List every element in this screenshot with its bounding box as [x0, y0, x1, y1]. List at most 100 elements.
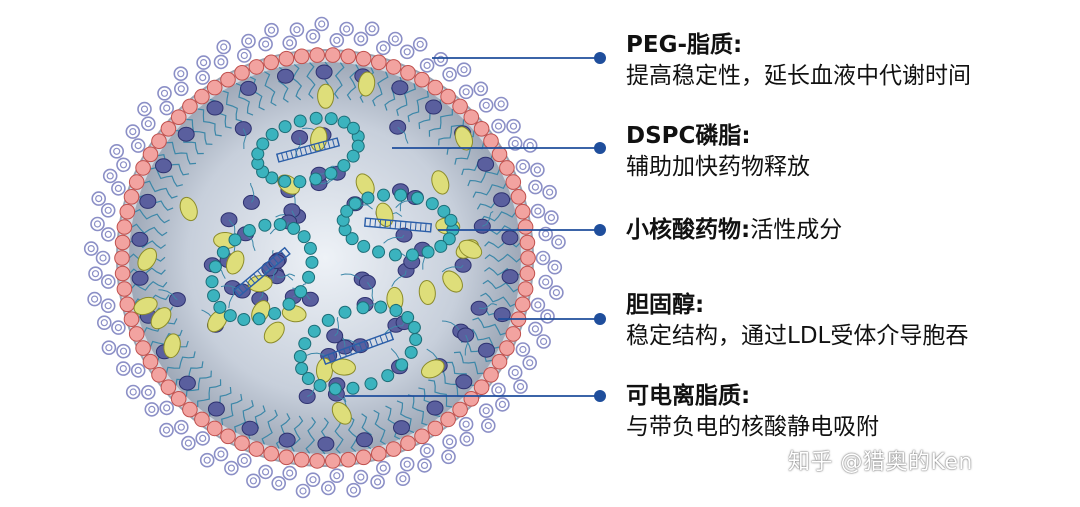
peg-loop: [412, 36, 428, 52]
peg-loop-inner: [534, 207, 542, 215]
leader-dot: [594, 142, 606, 154]
peg-loop-inner: [482, 407, 490, 415]
peg-loop-inner: [114, 184, 123, 192]
phospholipid-head: [248, 441, 265, 457]
cholesterol-oval: [225, 250, 245, 275]
sirna-rung: [249, 276, 256, 284]
peg-loop-inner: [416, 40, 424, 48]
peg-loop: [419, 58, 435, 73]
cholesterol-oval: [247, 275, 273, 293]
peg-loop: [375, 460, 391, 476]
ionizable-lipid-head: [315, 64, 333, 80]
peg-loop: [101, 227, 116, 242]
cholesterol-oval: [458, 239, 483, 259]
peg-loop-inner: [87, 245, 95, 253]
peg-loop: [111, 320, 126, 335]
peg-loop: [83, 241, 99, 256]
peg-loop-inner: [534, 301, 542, 309]
sirna-rung: [308, 145, 312, 154]
phospholipid-head: [206, 420, 223, 437]
nucleic-bead: [338, 305, 352, 319]
peg-loop: [159, 400, 174, 416]
nucleic-bead: [265, 171, 279, 185]
label-cholesterol: 胆固醇: 稳定结构，通过LDL受体介导胞吞: [626, 290, 968, 352]
peg-loop: [538, 274, 554, 290]
sirna-rung: [369, 339, 373, 348]
inner-lipid-tail: [250, 182, 255, 203]
peg-loop: [141, 116, 156, 131]
phospholipid-head: [220, 428, 236, 445]
leader-dot: [594, 313, 606, 325]
peg-loop: [441, 449, 456, 465]
ionizable-lipid-head: [393, 420, 410, 436]
cholesterol-oval: [150, 307, 172, 330]
peg-loop: [224, 460, 239, 476]
peg-loop-inner: [129, 388, 137, 396]
phospholipid-head: [514, 203, 531, 220]
peg-loop: [282, 35, 298, 51]
nucleic-bead: [434, 239, 448, 253]
peg-loop: [456, 62, 472, 77]
sirna-rung: [409, 222, 412, 231]
peg-loop: [102, 168, 118, 184]
phospholipid-head: [355, 50, 372, 67]
peg-loop-inner: [533, 166, 542, 174]
phospholipid-head: [355, 449, 372, 466]
sirna-rung: [285, 151, 289, 160]
peg-loop-inner: [539, 254, 547, 262]
lipid-tail: [407, 394, 428, 426]
nucleic-bead: [444, 213, 458, 227]
peg-loop: [419, 443, 435, 458]
peg-loop: [159, 100, 174, 116]
lipid-tail: [472, 182, 507, 198]
sirna-rung: [276, 154, 280, 163]
peg-loop-inner: [531, 325, 540, 333]
nucleic-bead: [437, 204, 451, 218]
phospholipid-head: [385, 441, 402, 457]
nucleic-bead: [357, 239, 371, 253]
inner-lipid-tail: [276, 273, 296, 279]
peg-loop: [95, 250, 111, 266]
peg-loop: [528, 179, 543, 195]
peg-loop: [442, 434, 457, 450]
phospholipid-head: [114, 250, 130, 266]
peg-loop: [109, 144, 124, 159]
label-sirna-desc: 活性成分: [750, 217, 843, 243]
peg-loop: [480, 418, 496, 433]
cholesterol-oval: [331, 401, 352, 425]
peg-loop: [157, 86, 172, 101]
sirna-rung: [364, 218, 366, 227]
peg-loop-inner: [498, 400, 506, 408]
sirna-rung: [363, 341, 368, 350]
lipid-tail: [185, 370, 212, 397]
peg-loop: [258, 464, 273, 480]
phospholipid-head: [371, 54, 387, 71]
nucleic-bead: [409, 332, 423, 346]
label-dspc-title: DSPC磷脂:: [626, 123, 751, 149]
phospholipid-head: [325, 47, 341, 63]
peg-loop: [87, 291, 102, 307]
label-peg: PEG-脂质: 提高稳定性，延长血液中代谢时间: [626, 30, 971, 92]
nucleic-loop: [293, 300, 423, 396]
peg-loop: [320, 480, 336, 496]
lipid-tail: [197, 379, 222, 407]
sirna-rung: [332, 352, 337, 361]
peg-loop: [199, 452, 215, 468]
ionizable-lipid-head: [131, 231, 149, 247]
peg-loop: [88, 266, 103, 282]
peg-loop-inner: [203, 456, 211, 464]
peg-loop-inner: [357, 35, 365, 43]
phospholipid-head: [278, 50, 295, 67]
label-sirna-title: 小核酸药物:: [626, 217, 751, 243]
peg-loop-inner: [200, 58, 208, 67]
peg-loop-inner: [552, 289, 561, 297]
inner-lipid-tail: [339, 338, 361, 347]
peg-loop: [535, 250, 551, 266]
peg-loop: [536, 334, 551, 349]
phospholipid-head: [263, 54, 280, 71]
nucleic-bead: [361, 191, 375, 205]
peg-loop: [90, 216, 105, 232]
lipid-tail: [372, 71, 389, 107]
nucleic-bead: [303, 241, 317, 255]
peg-loop-inner: [148, 405, 156, 413]
